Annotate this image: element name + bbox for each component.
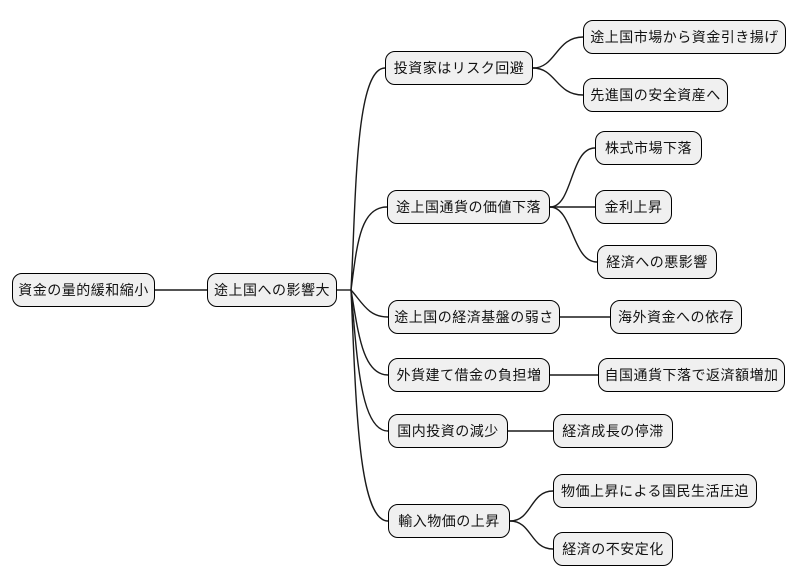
node-leaf-economic-instability: 経済の不安定化	[553, 532, 673, 566]
edge-hub-branch3	[350, 289, 389, 318]
node-leaf-bad-economic-effect: 経済への悪影響	[597, 245, 717, 279]
edge-hub-branch2	[350, 206, 388, 291]
node-root: 資金の量的緩和縮小	[12, 273, 155, 307]
edge-branch1-leaf1	[532, 36, 584, 69]
node-leaf-growth-stagnation: 経済成長の停滞	[553, 414, 673, 448]
node-branch-import-prices: 輸入物価の上昇	[388, 504, 510, 538]
node-leaf-capital-withdrawal: 途上国市場から資金引き揚げ	[583, 20, 786, 54]
node-branch-foreign-debt: 外貨建て借金の負担増	[388, 358, 550, 392]
node-leaf-stock-market-fall: 株式市場下落	[595, 131, 702, 165]
node-branch-investor-risk: 投資家はリスク回避	[385, 51, 533, 85]
edge-branch2-leaf1	[549, 147, 596, 208]
edge-branch6-leaf1	[509, 490, 554, 522]
edge-hub-branch5	[350, 289, 389, 432]
node-hub-impact: 途上国への影響大	[207, 273, 337, 307]
edge-hub-branch1	[350, 67, 386, 291]
edge-branch1-leaf2	[532, 67, 584, 96]
node-leaf-living-pressure: 物価上昇による国民生活圧迫	[553, 474, 757, 508]
node-branch-weak-economy: 途上国の経済基盤の弱さ	[388, 300, 560, 334]
node-leaf-repayment-increase: 自国通貨下落で返済額増加	[598, 358, 785, 392]
node-leaf-safe-assets: 先進国の安全資産へ	[583, 78, 728, 112]
edge-hub-branch6	[350, 289, 389, 522]
edge-branch6-leaf2	[509, 520, 554, 550]
edge-hub-branch4	[350, 289, 389, 376]
node-branch-domestic-investment: 国内投資の減少	[388, 414, 508, 448]
edge-branch2-leaf3	[549, 206, 598, 263]
node-leaf-foreign-capital-dependence: 海外資金への依存	[610, 300, 742, 334]
node-leaf-interest-rate-rise: 金利上昇	[595, 190, 672, 224]
node-branch-currency-fall: 途上国通貨の価値下落	[387, 190, 550, 224]
